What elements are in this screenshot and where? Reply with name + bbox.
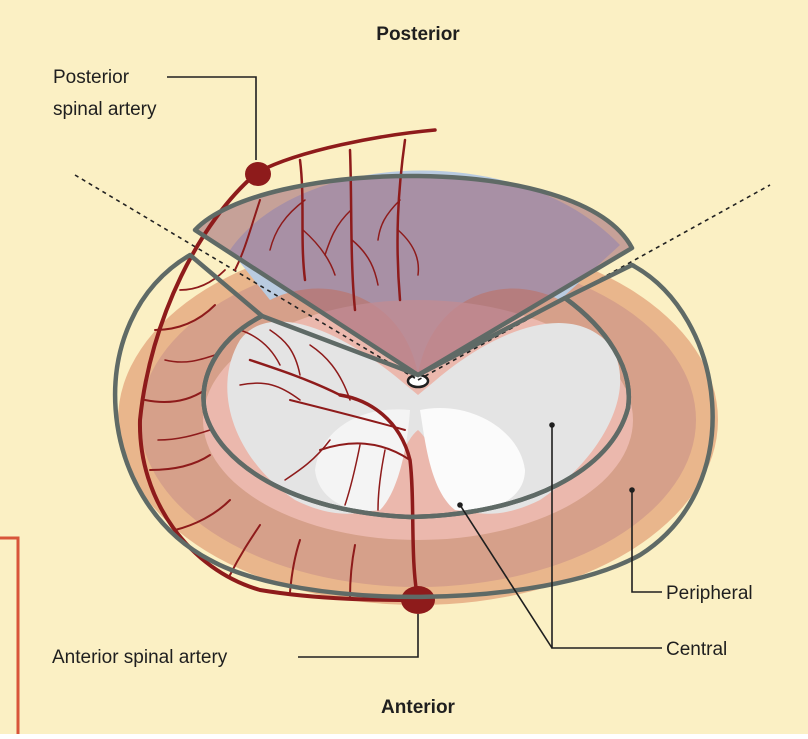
peripheral-label: Peripheral — [666, 583, 753, 604]
posterior-heading: Posterior — [376, 24, 460, 45]
anterior-spinal-artery-vessel — [401, 586, 435, 614]
posterior-spinal-artery-label-line2: spinal artery — [53, 99, 157, 120]
central-label: Central — [666, 639, 727, 660]
anterior-heading: Anterior — [381, 697, 456, 718]
posterior-spinal-artery-label-line1: Posterior — [53, 67, 130, 88]
posterior-spinal-artery-vessel — [245, 162, 271, 186]
anterior-spinal-artery-label: Anterior spinal artery — [52, 647, 228, 668]
